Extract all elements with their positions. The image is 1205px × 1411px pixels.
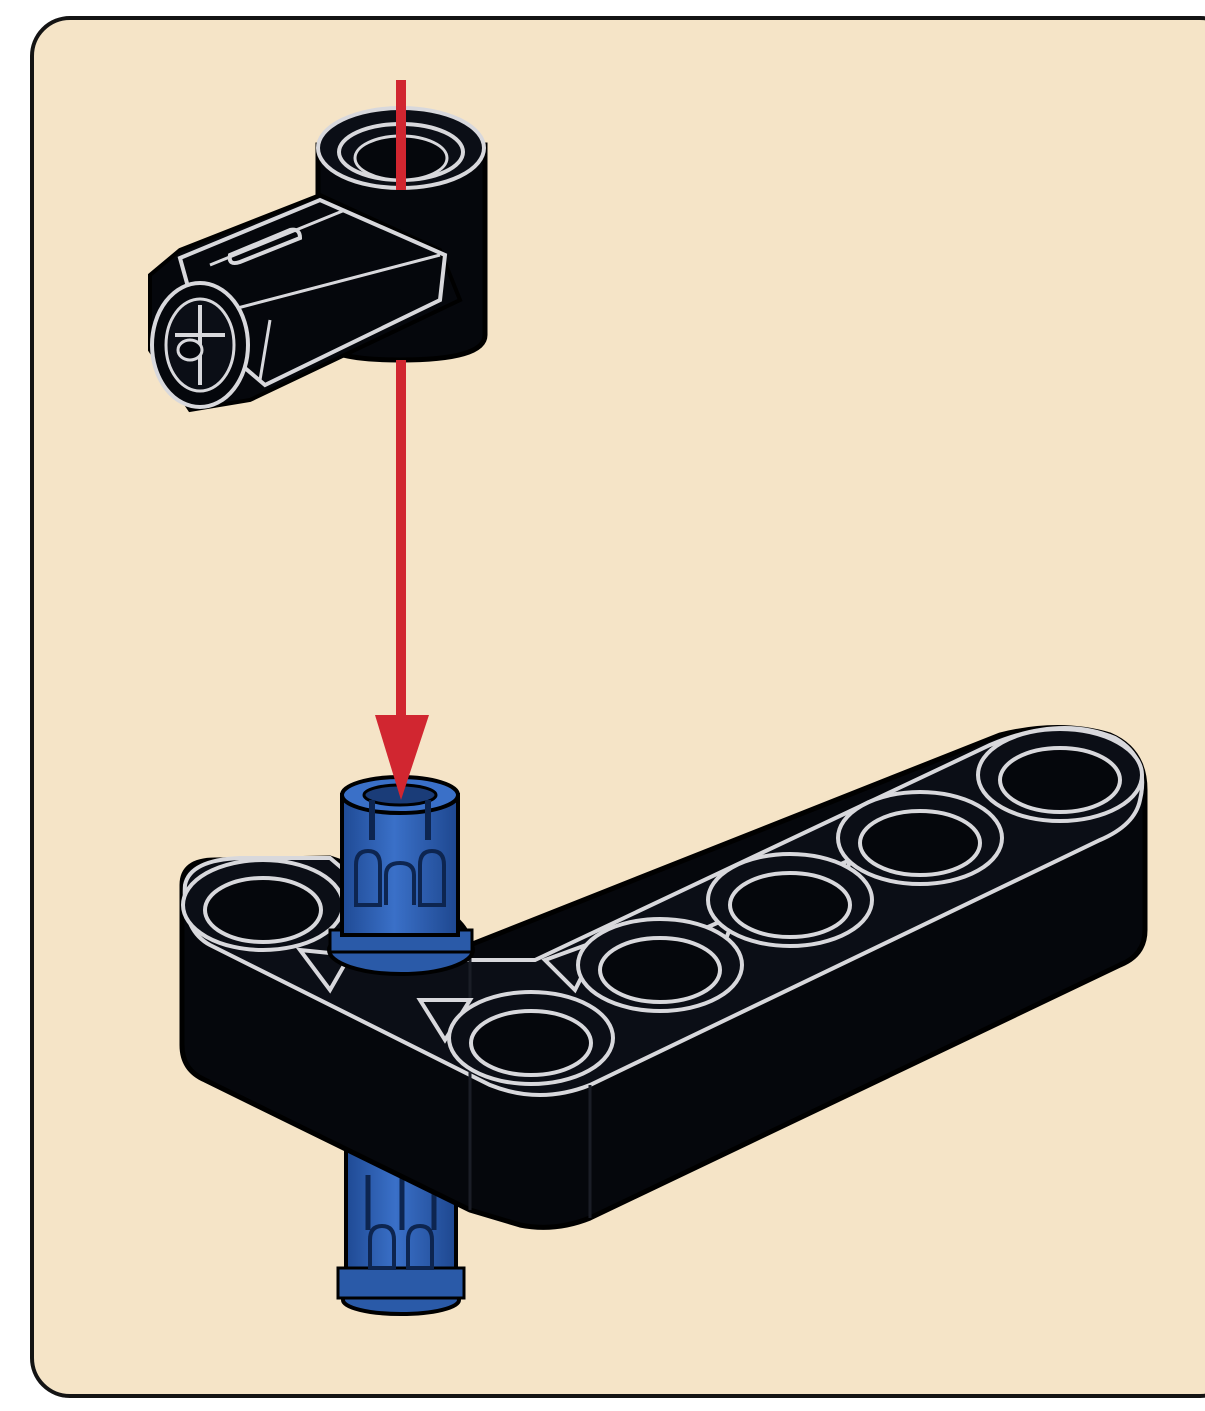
l-liftarm [182,728,1145,1228]
blue-pin-upper [329,777,473,974]
axle-pin-connector [150,108,485,410]
liftarm-hole [183,860,343,950]
liftarm-hole [449,992,613,1084]
liftarm-hole [838,792,1002,884]
liftarm-hole [708,854,872,946]
liftarm-hole [578,919,742,1011]
liftarm-hole [978,729,1142,821]
